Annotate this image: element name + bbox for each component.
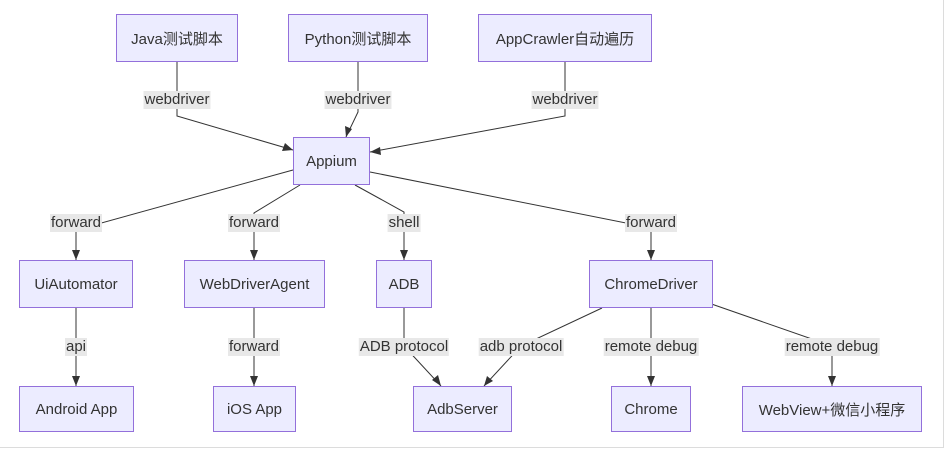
edge-label-adb-protocol: ADB protocol bbox=[358, 338, 450, 356]
arrowhead bbox=[282, 143, 293, 151]
node-java-script: Java测试脚本 bbox=[116, 14, 238, 62]
arrowhead bbox=[72, 250, 80, 260]
edge-label-remote-debug-chrome: remote debug bbox=[603, 338, 699, 356]
edge-appium-adb bbox=[354, 184, 405, 260]
node-adb: ADB bbox=[376, 260, 432, 308]
edge-label-java-webdriver: webdriver bbox=[143, 91, 211, 109]
edge-label-appcrawler-webdriver: webdriver bbox=[531, 91, 599, 109]
edge-label-api: api bbox=[64, 338, 88, 356]
node-adbserver: AdbServer bbox=[413, 386, 512, 432]
arrowhead bbox=[370, 147, 381, 155]
arrowhead bbox=[250, 250, 258, 260]
edge-label-remote-debug-webview: remote debug bbox=[784, 338, 880, 356]
edge-label-adb-protocol-lower: adb protocol bbox=[478, 338, 564, 356]
node-appium: Appium bbox=[293, 137, 370, 185]
node-python-script: Python测试脚本 bbox=[288, 14, 428, 62]
arrowhead bbox=[484, 376, 493, 386]
node-chromedriver: ChromeDriver bbox=[589, 260, 713, 308]
node-webdriveragent: WebDriverAgent bbox=[184, 260, 325, 308]
node-uiautomator: UiAutomator bbox=[19, 260, 133, 308]
edge-label-python-webdriver: webdriver bbox=[324, 91, 392, 109]
arrowhead bbox=[647, 376, 655, 386]
edge-label-uiautomator-forward: forward bbox=[49, 214, 103, 232]
edge-label-wda-forward: forward bbox=[227, 214, 281, 232]
node-ios-app: iOS App bbox=[213, 386, 296, 432]
edge-appium-wda bbox=[253, 184, 301, 260]
arrowhead bbox=[72, 376, 80, 386]
edge-label-chromedriver-forward: forward bbox=[624, 214, 678, 232]
arrowhead bbox=[828, 376, 836, 386]
edge-label-ios-forward: forward bbox=[227, 338, 281, 356]
node-appcrawler: AppCrawler自动遍历 bbox=[478, 14, 652, 62]
node-chrome: Chrome bbox=[611, 386, 691, 432]
arrowhead bbox=[345, 126, 352, 137]
arrowhead bbox=[432, 375, 441, 386]
node-webview: WebView+微信小程序 bbox=[742, 386, 922, 432]
arrowhead bbox=[400, 250, 408, 260]
node-android-app: Android App bbox=[19, 386, 134, 432]
arrowhead bbox=[647, 250, 655, 260]
edge-label-adb-shell: shell bbox=[387, 214, 421, 232]
arrowhead bbox=[250, 376, 258, 386]
